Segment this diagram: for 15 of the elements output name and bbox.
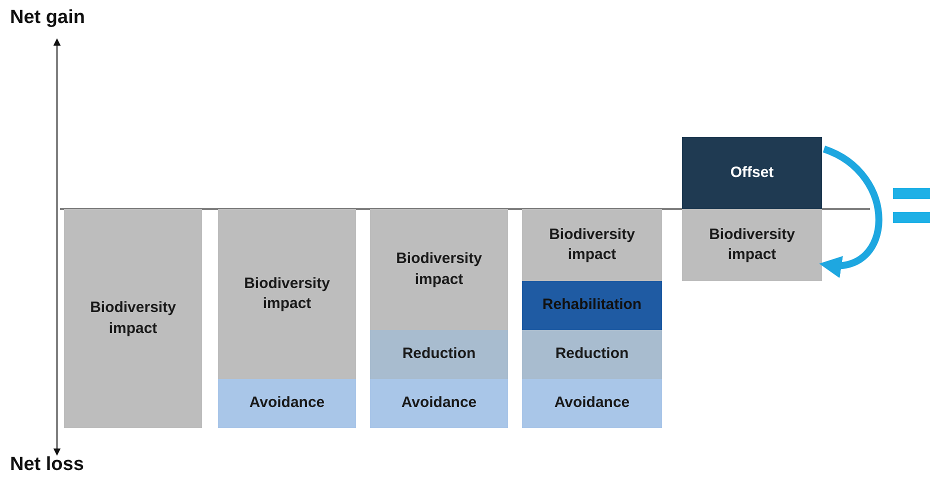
stack-block: Biodiversity impact: [64, 209, 202, 428]
stack-block: Avoidance: [522, 379, 662, 428]
stack-block: Biodiversity impact: [522, 209, 662, 281]
stack-block: Avoidance: [370, 379, 508, 428]
stack-block: Rehabilitation: [522, 281, 662, 330]
axis-label: Net loss: [10, 455, 84, 474]
axis-label: Net gain: [10, 8, 85, 27]
stack-block: Biodiversity impact: [682, 209, 822, 281]
stack-block: Biodiversity impact: [218, 209, 356, 379]
stack-block: Avoidance: [218, 379, 356, 428]
stack-block: Reduction: [522, 330, 662, 379]
curved-arrow: [819, 146, 882, 276]
stack-block: Offset: [682, 137, 822, 209]
stack-block: Biodiversity impact: [370, 209, 508, 330]
stack-block: Reduction: [370, 330, 508, 379]
